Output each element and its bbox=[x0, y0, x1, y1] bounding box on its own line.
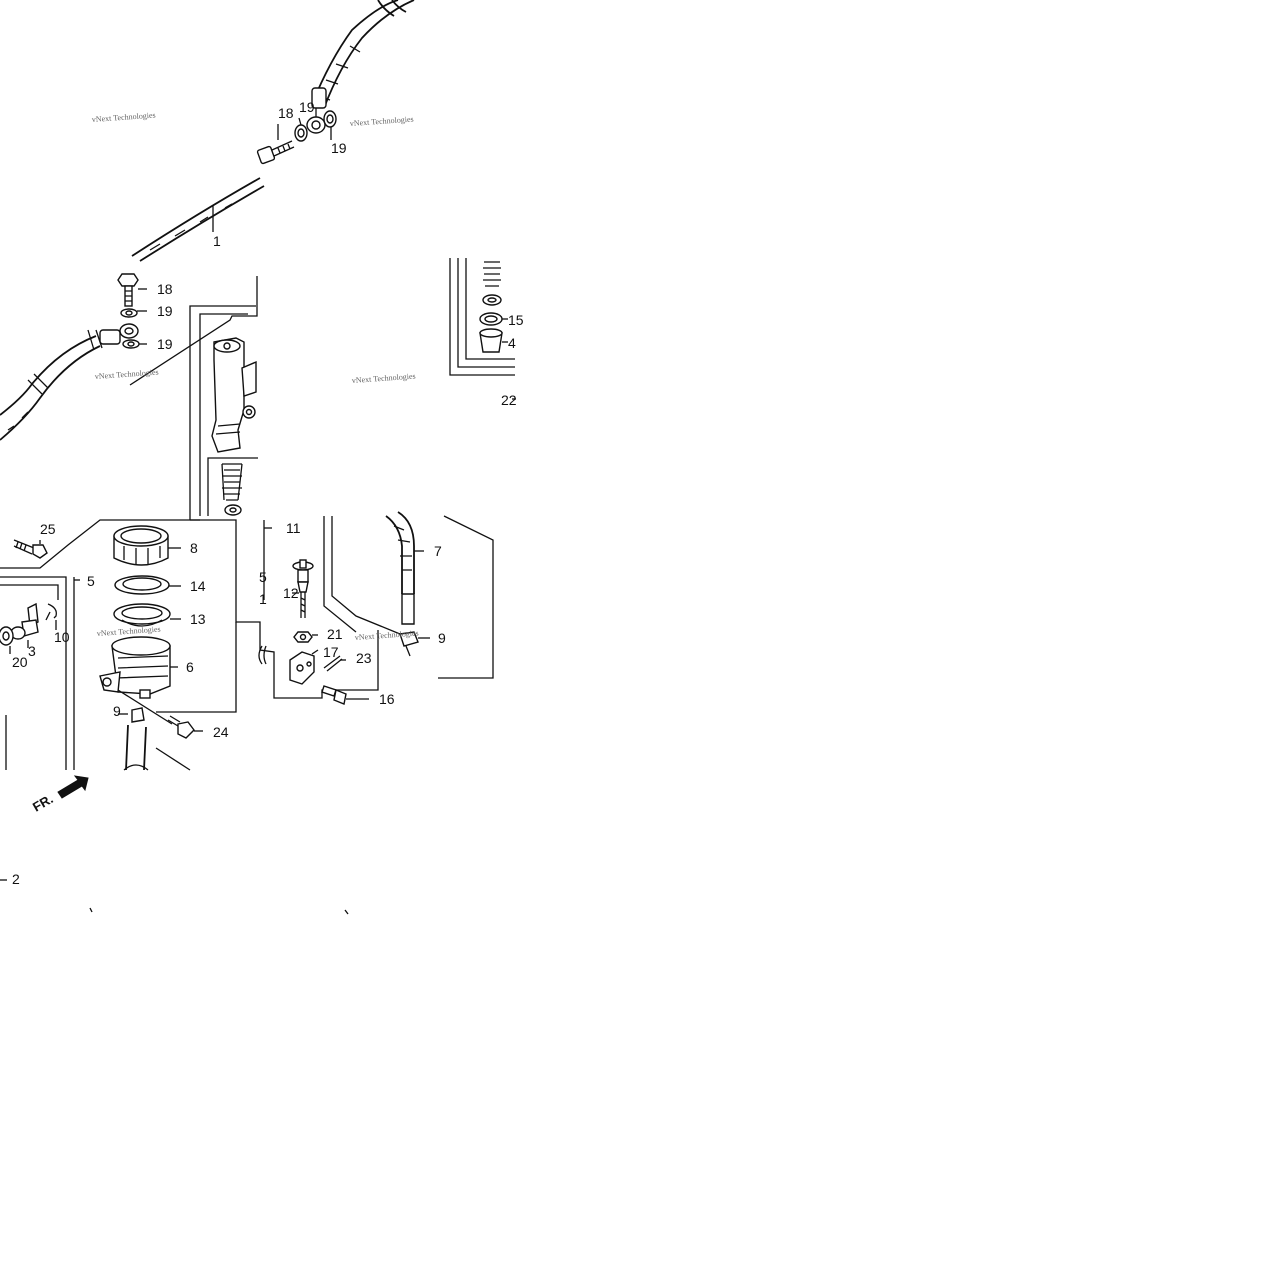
part-2-leader bbox=[0, 879, 349, 915]
watermark-text: vNext Technologies bbox=[95, 368, 159, 381]
callout-label: 19 bbox=[299, 99, 315, 115]
master-cylinder-body bbox=[211, 337, 257, 453]
banjo-fitting-left bbox=[99, 323, 139, 345]
callout-label: 1 bbox=[259, 591, 267, 607]
reservoir-hose-7 bbox=[385, 511, 424, 625]
callout-label: 2 bbox=[12, 871, 20, 887]
clevis-17 bbox=[289, 649, 319, 685]
callout-label: 10 bbox=[54, 629, 70, 645]
cotter-pin-small bbox=[258, 645, 267, 665]
callout-label: 23 bbox=[356, 650, 372, 666]
reservoir-diaphragm bbox=[113, 603, 181, 627]
watermark-text: vNext Technologies bbox=[352, 372, 416, 385]
reservoir-tank bbox=[99, 636, 178, 699]
callout-label: 22 bbox=[501, 392, 517, 408]
master-cylinder-frame bbox=[129, 276, 258, 521]
callout-label: 14 bbox=[190, 578, 206, 594]
banjo-bolt-left bbox=[117, 273, 147, 307]
callout-label: 6 bbox=[186, 659, 194, 675]
reservoir-mounting-bolt bbox=[117, 689, 203, 739]
callout-label: 25 bbox=[40, 521, 56, 537]
callout-label: 19 bbox=[157, 303, 173, 319]
sealing-washer-upper-b bbox=[323, 110, 337, 140]
cotter-pin-23 bbox=[323, 655, 346, 672]
callout-label: 7 bbox=[434, 543, 442, 559]
pushrod-frame bbox=[263, 515, 494, 679]
callout-label: 5 bbox=[87, 573, 95, 589]
watermark-text: vNext Technologies bbox=[97, 625, 161, 638]
piston-spring-assembly bbox=[207, 457, 258, 516]
hose-clip-9 bbox=[399, 631, 430, 657]
callout-label: 18 bbox=[278, 105, 294, 121]
callout-label: 9 bbox=[438, 630, 446, 646]
reservoir-hose bbox=[118, 707, 149, 771]
pushrod-12 bbox=[292, 559, 314, 618]
callout-label: 9 bbox=[113, 703, 121, 719]
lock-nut-21 bbox=[293, 631, 318, 643]
callout-label: 17 bbox=[323, 644, 339, 660]
callout-label: 13 bbox=[190, 611, 206, 627]
callout-label: 19 bbox=[331, 140, 347, 156]
watermark-text: vNext Technologies bbox=[92, 111, 156, 124]
brake-hose-upper bbox=[131, 0, 415, 262]
callout-label: 4 bbox=[508, 335, 516, 351]
callout-label: 16 bbox=[379, 691, 395, 707]
cap-plate bbox=[114, 575, 181, 595]
reservoir-cap bbox=[113, 525, 181, 566]
connector-bolt-25 bbox=[13, 539, 48, 559]
callout-label: 18 bbox=[157, 281, 173, 297]
watermark-text: vNext Technologies bbox=[355, 629, 419, 642]
callout-label: 24 bbox=[213, 724, 229, 740]
callout-label: 21 bbox=[327, 626, 343, 642]
banjo-bolt-upper bbox=[256, 124, 295, 165]
callout-label: 8 bbox=[190, 540, 198, 556]
watermark-text: vNext Technologies bbox=[350, 115, 414, 128]
callout-label: 11 bbox=[286, 520, 301, 536]
callout-label: 5 bbox=[259, 569, 267, 585]
brake-hose-left bbox=[0, 329, 103, 441]
banjo-fitting-upper bbox=[306, 87, 327, 134]
front-direction-label: FR. bbox=[30, 791, 56, 814]
sealing-washer-left-b bbox=[122, 339, 147, 349]
hose-joint-group bbox=[0, 602, 57, 654]
watermark-layer: vNext Technologies vNext Technologies vNex… bbox=[92, 111, 419, 642]
callout-label: 12 bbox=[283, 585, 299, 601]
front-direction-arrow bbox=[57, 775, 89, 799]
callout-label: 15 bbox=[508, 312, 524, 328]
joint-pin-16 bbox=[321, 685, 369, 705]
sealing-washer-left-a bbox=[120, 308, 147, 318]
sealing-washer-upper-a bbox=[294, 117, 308, 142]
callout-label: 20 bbox=[12, 654, 28, 670]
piston-kit-inset bbox=[449, 258, 516, 400]
callout-label: 1 bbox=[213, 233, 221, 249]
callout-label: 19 bbox=[157, 336, 173, 352]
callout-label: 3 bbox=[28, 643, 36, 659]
